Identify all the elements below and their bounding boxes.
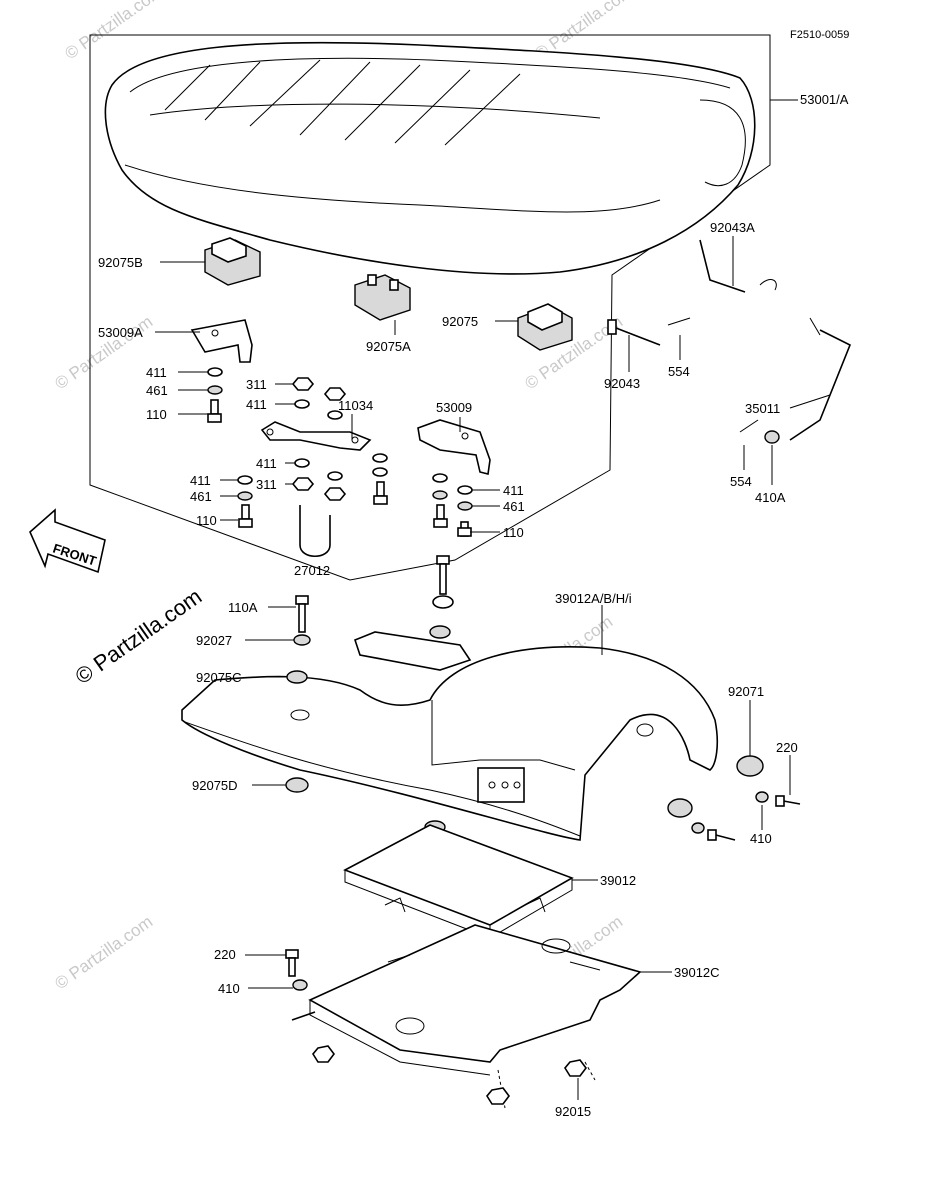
callout-110: 110 [146, 407, 167, 422]
callout-53009A: 53009A [98, 325, 143, 340]
bracket-53009 [417, 419, 491, 475]
callout-92075: 92075 [442, 314, 478, 329]
callout-410A: 410A [755, 490, 786, 505]
callout-461: 461 [503, 499, 525, 514]
plate-39012 [343, 824, 574, 939]
callouts: 53001/A 92075B 92075A 92075 53009A 411 4… [98, 92, 849, 1119]
assembly-outline [89, 34, 771, 581]
bracket-11034 [260, 421, 372, 451]
callout-39012: 39012 [600, 873, 636, 888]
callout-53001A: 53001/A [800, 92, 849, 107]
callout-92075B: 92075B [98, 255, 143, 270]
callout-220: 220 [214, 947, 236, 962]
damper-92075B [204, 237, 261, 286]
tail-cover-39012A [181, 631, 718, 841]
callout-35011: 35011 [745, 401, 780, 416]
callout-92075A: 92075A [366, 339, 411, 354]
callout-411: 411 [146, 365, 167, 380]
callout-39012ABHi: 39012A/B/H/i [555, 591, 632, 606]
damper-92075A [354, 274, 411, 321]
callout-110: 110 [196, 513, 217, 528]
callout-461: 461 [146, 383, 168, 398]
rod-92043A [699, 239, 777, 293]
callout-92043A: 92043A [710, 220, 755, 235]
callout-554: 554 [668, 364, 690, 379]
callout-410: 410 [218, 981, 240, 996]
callout-110: 110 [503, 525, 524, 540]
callout-220: 220 [776, 740, 798, 755]
callout-92071: 92071 [728, 684, 764, 699]
callout-554: 554 [730, 474, 752, 489]
watermark: © Partzilla.com [51, 912, 156, 993]
front-arrow: FRONT [29, 508, 106, 574]
callout-461: 461 [190, 489, 212, 504]
hardware-tail [285, 555, 801, 841]
callout-27012: 27012 [294, 563, 330, 578]
leader-lines [155, 99, 831, 1100]
rod-35011 [739, 317, 852, 444]
callout-411: 411 [190, 473, 211, 488]
hardware-upper [207, 367, 473, 537]
callout-11034: 11034 [338, 398, 373, 413]
callout-39012C: 39012C [674, 965, 720, 980]
callout-92027: 92027 [196, 633, 232, 648]
pan-39012C [291, 924, 642, 1109]
callout-410: 410 [750, 831, 772, 846]
callout-92075C: 92075C [196, 670, 242, 685]
callout-311: 311 [256, 477, 277, 492]
callout-411: 411 [256, 456, 277, 471]
callout-411: 411 [503, 483, 524, 498]
callout-92043: 92043 [604, 376, 640, 391]
damper-92075 [517, 303, 573, 351]
callout-92075D: 92075D [192, 778, 238, 793]
callout-92015: 92015 [555, 1104, 591, 1119]
u-bolt-27012 [299, 505, 331, 558]
callout-411: 411 [246, 397, 267, 412]
callout-53009: 53009 [436, 400, 472, 415]
bracket-53009A [190, 319, 253, 363]
watermark: © Partzilla.com [61, 0, 166, 63]
hardware-lower [285, 949, 587, 1105]
seat [104, 41, 756, 275]
watermark-main: © Partzilla.com [71, 584, 207, 690]
callout-311: 311 [246, 377, 267, 392]
diagram-code: F2510-0059 [790, 29, 849, 41]
pin-92043 [607, 317, 691, 346]
callout-110A: 110A [228, 600, 258, 615]
